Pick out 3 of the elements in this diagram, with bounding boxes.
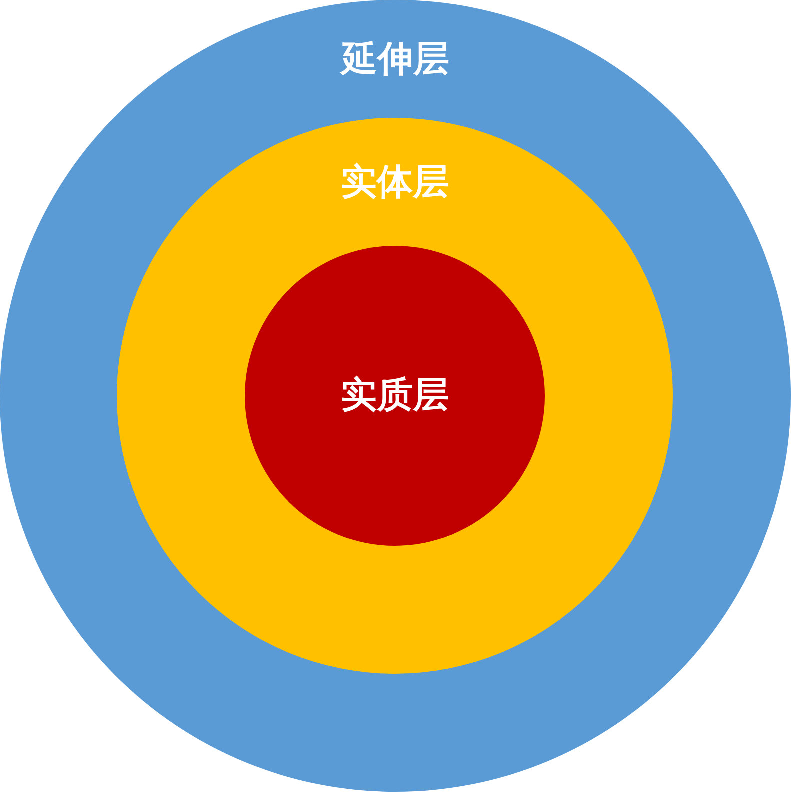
layer-label: 实体层 [341, 162, 449, 204]
layer-label: 实质层 [341, 375, 449, 417]
layer-label: 延伸层 [342, 39, 450, 81]
